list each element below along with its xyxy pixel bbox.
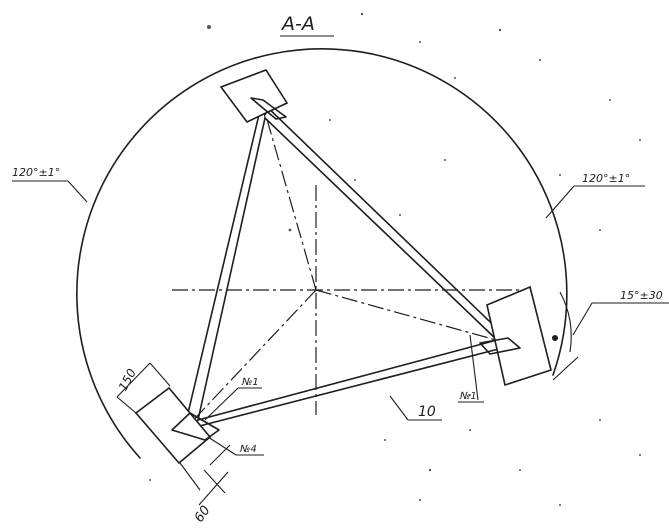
part-no-3-label: №4 <box>239 444 257 455</box>
leader-part-2 <box>458 334 484 403</box>
section-title: A-A <box>280 13 315 35</box>
part-no-1-label: №1 <box>241 377 259 388</box>
angle-right-label: 120°±1° <box>582 172 630 185</box>
leader-part-1 <box>204 387 262 421</box>
scan-noise <box>149 12 641 506</box>
leader-item-10 <box>389 395 442 421</box>
dimension-angle-offset <box>552 291 669 381</box>
angle-offset-label: 15°±30 <box>620 289 663 302</box>
leader-part-3 <box>207 436 264 456</box>
angle-left-label: 120°±1° <box>12 166 60 179</box>
contour-arc <box>76 48 568 459</box>
support-pad-top <box>219 69 289 124</box>
item-number-label: 10 <box>418 404 436 420</box>
center-lines <box>172 101 530 431</box>
leader-angle-left <box>12 180 88 203</box>
dimension-pad-length <box>116 362 171 414</box>
support-pad-left <box>134 386 220 465</box>
leader-angle-right <box>545 185 645 219</box>
support-pad-right <box>479 285 552 387</box>
dimension-pad-width <box>179 444 231 506</box>
part-no-2-label: №1 <box>459 391 477 402</box>
